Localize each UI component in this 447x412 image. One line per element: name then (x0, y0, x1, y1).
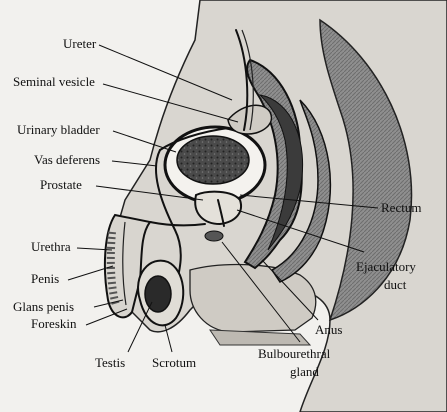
label-glans-penis: Glans penis (13, 299, 74, 314)
rectum-leader (239, 194, 379, 209)
label-ejaculatory-duct-2: duct (384, 277, 407, 292)
label-foreskin: Foreskin (31, 316, 77, 331)
label-ureter: Ureter (63, 36, 97, 51)
label-urethra: Urethra (31, 239, 71, 254)
foreskin-leader (85, 308, 128, 326)
label-ejaculatory-duct-1: Ejaculatory (356, 259, 416, 274)
urinary-bladder-leader (112, 130, 177, 153)
prostate-leader (95, 185, 204, 201)
bulbourethral-gland-shape (204, 230, 224, 242)
bulbourethral-gland-leader (221, 241, 301, 343)
urethra-leader (76, 247, 113, 251)
anus-leader (261, 259, 319, 321)
label-seminal-vesicle: Seminal vesicle (13, 74, 95, 89)
label-prostate: Prostate (40, 177, 82, 192)
labels: Ureter Seminal vesicle Urinary bladder V… (13, 36, 421, 379)
label-vas-deferens: Vas deferens (34, 152, 100, 167)
label-bulbourethral-gland-1: Bulbourethral (258, 346, 331, 361)
testis-leader (127, 301, 153, 353)
label-testis: Testis (95, 355, 125, 370)
penis-shape (103, 213, 206, 319)
label-urinary-bladder: Urinary bladder (17, 122, 100, 137)
vas-deferens-shape (154, 127, 229, 291)
prostate-shape (194, 190, 242, 227)
label-bulbourethral-gland-2: gland (290, 364, 319, 379)
label-penis: Penis (31, 271, 59, 286)
label-rectum: Rectum (381, 200, 421, 215)
vas-deferens-leader (111, 160, 158, 167)
label-scrotum: Scrotum (152, 355, 196, 370)
ureter-leader (98, 44, 233, 101)
scrotum-leader (164, 324, 173, 353)
penis-leader (67, 265, 114, 281)
glans-penis-leader (93, 299, 124, 308)
leader-lines (67, 44, 379, 353)
label-anus: Anus (315, 322, 342, 337)
seminal-vesicle-leader (102, 83, 239, 123)
ejaculatory-duct-leader (236, 209, 365, 253)
